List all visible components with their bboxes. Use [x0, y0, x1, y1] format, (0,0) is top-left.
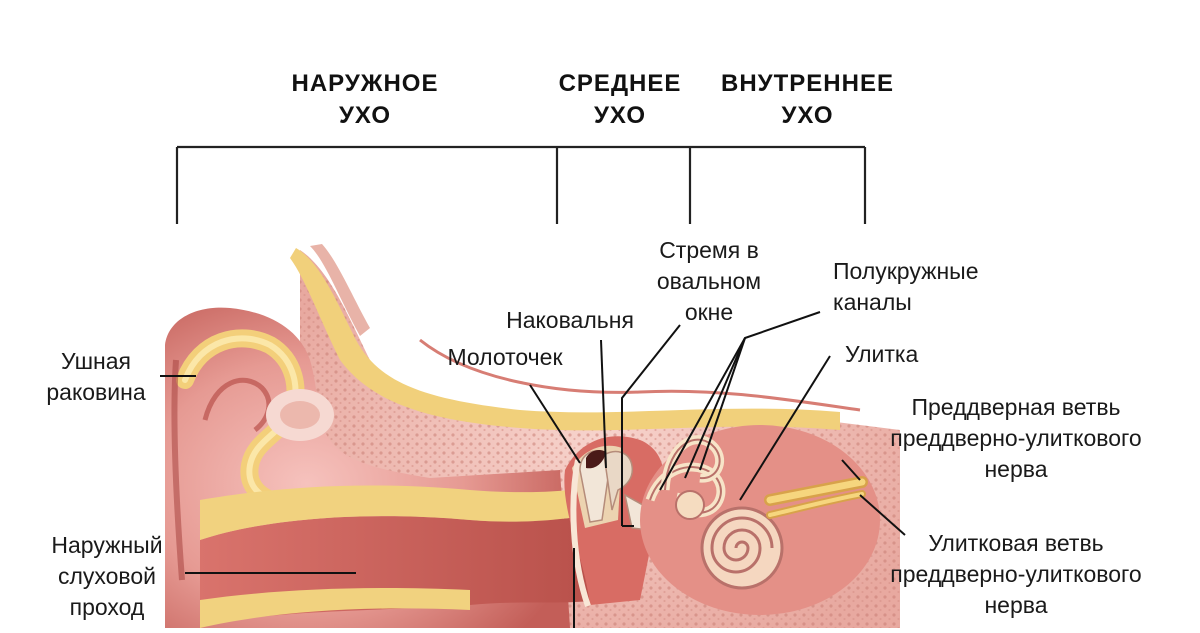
section-bracket	[175, 145, 867, 224]
header-inner-ear: ВНУТРЕННЕЕ УХО	[721, 70, 894, 129]
label-auricle: Ушная раковина	[46, 348, 146, 405]
leader-lines	[160, 311, 906, 628]
label-vestibular-branch: Преддверная ветвь преддверно-улиткового …	[890, 394, 1142, 482]
label-stapes: Стремя в овальном окне	[656, 237, 762, 325]
label-incus: Наковальня	[506, 307, 634, 333]
label-semicircular-canals: Полукружные каналы	[833, 258, 979, 315]
skin-layer	[290, 244, 840, 431]
label-cochlea: Улитка	[845, 341, 919, 367]
label-malleus: Молоточек	[447, 344, 563, 370]
header-middle-ear: СРЕДНЕЕ УХО	[558, 70, 682, 129]
label-cochlear-branch: Улитковая ветвь преддверно-улиткового не…	[890, 530, 1142, 618]
header-outer-ear: НАРУЖНОЕ УХО	[291, 70, 439, 129]
ear-canal	[200, 485, 600, 628]
inner-ear	[640, 425, 880, 615]
label-ear-canal: Наружный слуховой проход	[51, 532, 163, 620]
